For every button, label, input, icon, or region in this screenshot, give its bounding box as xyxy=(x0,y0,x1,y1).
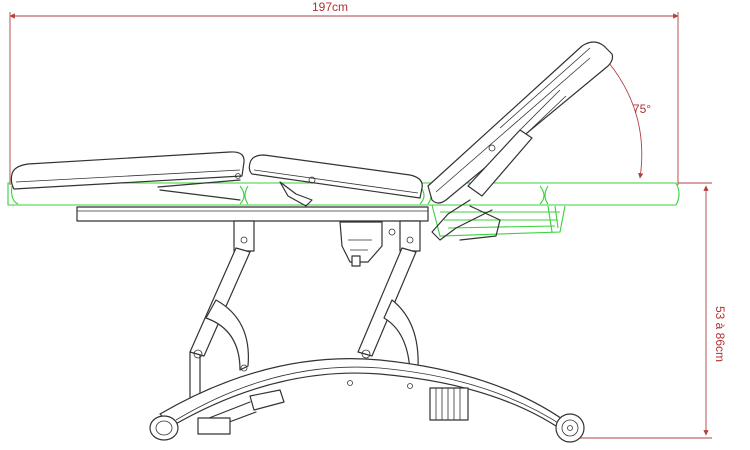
angle-arc xyxy=(603,56,644,179)
length-dimension xyxy=(9,12,679,185)
foot-switch xyxy=(429,387,469,421)
beam-brackets xyxy=(233,220,421,252)
height-dimension xyxy=(570,182,712,439)
seat-motor xyxy=(339,221,383,267)
frame-beam xyxy=(76,179,429,222)
angle-label: 75° xyxy=(633,102,651,116)
rear-wheel xyxy=(555,413,585,443)
seat-cushion xyxy=(248,154,423,199)
base-actuator xyxy=(197,389,285,435)
front-wheel xyxy=(149,415,179,441)
leg-cushion xyxy=(10,151,245,190)
flat-position-outline xyxy=(7,182,680,237)
length-label: 197cm xyxy=(312,0,348,14)
height-label: 53 à 86cm xyxy=(713,306,727,362)
lift-legs xyxy=(189,247,419,411)
backrest xyxy=(427,41,614,204)
backrest-actuator xyxy=(431,89,567,241)
